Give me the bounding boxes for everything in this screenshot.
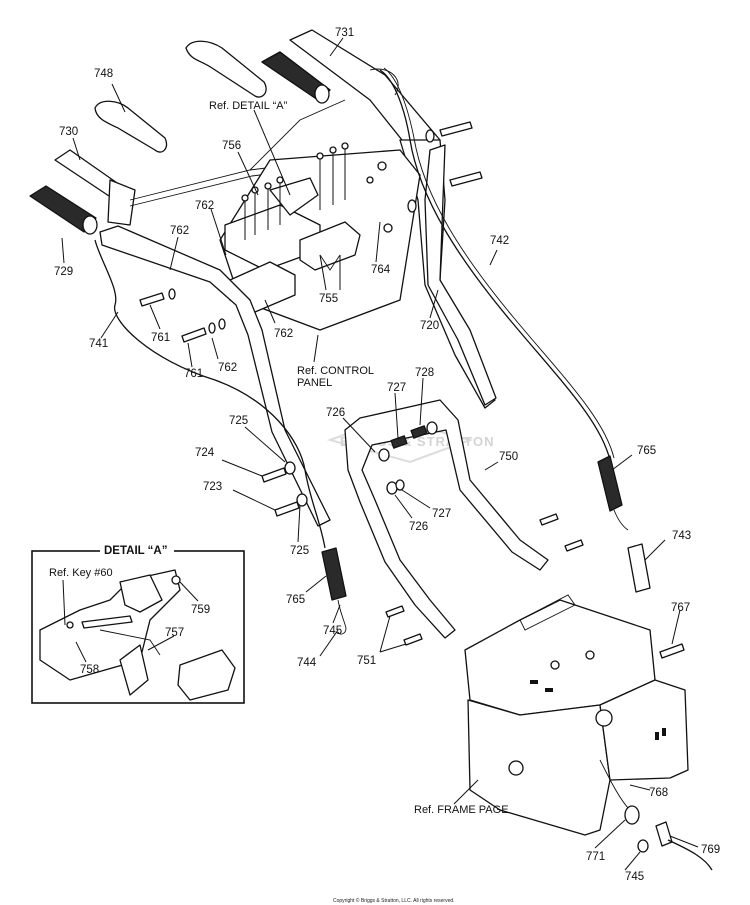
callout-748: 748	[94, 68, 113, 80]
callout-759: 759	[191, 604, 210, 616]
callout-764: 764	[371, 264, 391, 276]
callout-730: 730	[59, 126, 78, 138]
callout-762-a: 762	[195, 200, 214, 212]
callout-750: 750	[499, 451, 518, 463]
callout-761-a: 761	[151, 332, 170, 344]
callout-743: 743	[672, 530, 691, 542]
callout-labels: 731 748 730 729 756 762 762 741 761 761 …	[54, 27, 720, 883]
callout-741: 741	[89, 338, 108, 350]
grip-cover-748	[94, 100, 168, 153]
grip-cover-upper	[185, 40, 267, 98]
frame	[464, 594, 689, 836]
callout-762-d: 762	[274, 328, 293, 340]
callout-767: 767	[671, 602, 690, 614]
callout-742: 742	[490, 235, 509, 247]
control-lever-750	[344, 399, 549, 639]
callout-771: 771	[586, 851, 605, 863]
callout-729: 729	[54, 266, 73, 278]
handle-grip-right	[261, 51, 331, 104]
callout-724: 724	[195, 447, 215, 459]
callout-745-b: 745	[625, 871, 644, 883]
cable-742	[379, 69, 611, 461]
copyright-text: Copyright © Briggs & Stratton, LLC. All …	[333, 897, 455, 904]
reference-labels: Ref. DETAIL “A” Ref. CONTROL PANEL Ref. …	[49, 100, 509, 816]
callout-758: 758	[80, 664, 99, 676]
ref-key-60: Ref. Key #60	[49, 567, 113, 579]
callout-723: 723	[203, 481, 222, 493]
callout-725-a: 725	[229, 415, 248, 427]
cable-bracket-743	[627, 543, 651, 593]
lower-handle-left	[99, 225, 331, 527]
callout-769: 769	[701, 844, 720, 856]
callout-756: 756	[222, 140, 241, 152]
cable-742-inner	[383, 67, 615, 459]
callout-762-c: 762	[218, 362, 237, 374]
ref-detail-a: Ref. DETAIL “A”	[209, 100, 288, 112]
panel-bolts-right	[407, 121, 483, 213]
callout-726-a: 726	[326, 407, 345, 419]
detail-a-title: DETAIL “A”	[104, 545, 167, 557]
callout-761-b: 761	[184, 368, 203, 380]
bolts-751	[385, 605, 423, 646]
ref-control-panel-line1: Ref. CONTROL	[297, 365, 374, 377]
spring-765-left	[321, 547, 347, 635]
callout-757: 757	[165, 627, 184, 639]
ref-control-panel-line2: PANEL	[297, 377, 332, 389]
bolt-767	[659, 643, 685, 659]
detail-a-box: DETAIL “A”	[31, 543, 245, 704]
linkage-768-771	[599, 759, 713, 871]
upper-handle-left	[54, 99, 346, 226]
callout-765-b: 765	[286, 594, 305, 606]
spring-765-right	[597, 455, 629, 531]
callout-765-a: 765	[637, 445, 656, 457]
leader-lines	[61, 37, 699, 871]
callout-744: 744	[297, 657, 317, 669]
ref-frame-page: Ref. FRAME PAGE	[414, 804, 509, 816]
handle-grip-left	[29, 185, 98, 235]
callout-720: 720	[420, 320, 439, 332]
callout-728: 728	[415, 367, 434, 379]
callout-768: 768	[649, 787, 668, 799]
callout-726-b: 726	[409, 521, 428, 533]
bolt-set	[241, 142, 349, 240]
callout-731: 731	[335, 27, 354, 39]
callout-751: 751	[357, 655, 376, 667]
handle-bolts-761	[139, 288, 226, 343]
cable-741	[94, 239, 326, 549]
callout-727-a: 727	[387, 382, 406, 394]
bolts-lever-right	[539, 513, 584, 552]
callout-745-a: 745	[323, 625, 342, 637]
callout-725-b: 725	[290, 545, 309, 557]
lower-handle-right	[424, 144, 497, 406]
callout-755: 755	[319, 293, 338, 305]
callout-762-b: 762	[170, 225, 189, 237]
springs-727-728	[378, 421, 438, 495]
callout-727-b: 727	[432, 508, 451, 520]
bolts-723-724	[261, 461, 308, 517]
